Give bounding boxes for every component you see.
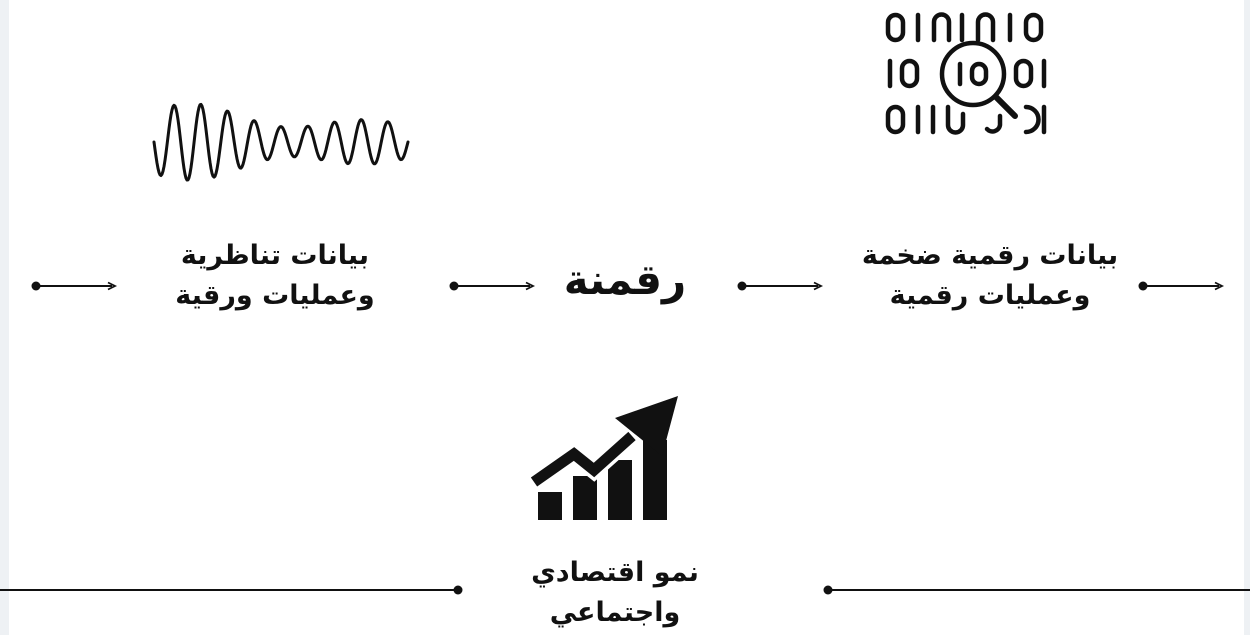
analog-data-label-line2: وعمليات ورقية xyxy=(175,280,375,311)
growth-label-line1: نمو اقتصادي xyxy=(531,557,699,588)
growth-label: نمو اقتصادي واجتماعي xyxy=(500,553,730,633)
growth-label-line2: واجتماعي xyxy=(549,597,681,628)
left-edge-strip xyxy=(0,0,9,635)
sine-wave-icon xyxy=(150,92,412,192)
right-edge-strip xyxy=(1244,0,1250,635)
binary-magnifier-icon xyxy=(878,6,1078,141)
arrow-connector-4 xyxy=(1137,279,1227,293)
arrow-connector-3 xyxy=(736,279,826,293)
rising-bar-chart-icon xyxy=(528,392,684,524)
arrow-connector-1 xyxy=(30,279,120,293)
big-data-label: بيانات رقمية ضخمة وعمليات رقمية xyxy=(850,236,1130,316)
arrow-connector-2 xyxy=(448,279,538,293)
analog-data-label: بيانات تناظرية وعمليات ورقية xyxy=(150,236,400,316)
bottom-left-connector xyxy=(0,582,466,601)
bottom-right-connector xyxy=(820,582,1250,601)
big-data-label-line1: بيانات رقمية ضخمة xyxy=(861,240,1119,271)
big-data-label-line2: وعمليات رقمية xyxy=(889,280,1091,311)
digitization-title: رقمنة xyxy=(563,255,687,304)
analog-data-label-line1: بيانات تناظرية xyxy=(180,240,370,271)
